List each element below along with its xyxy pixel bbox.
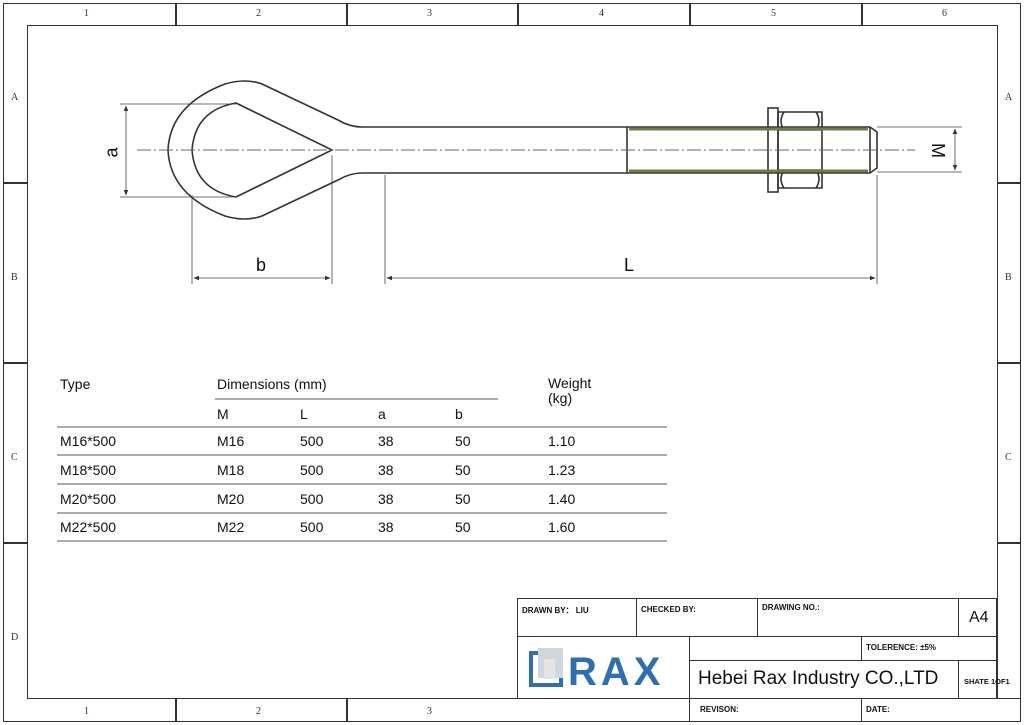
cell-weight: 1.10 xyxy=(548,433,576,449)
grid-row-label: A xyxy=(11,92,19,103)
drawn-by: DRAWN BY： LIU xyxy=(517,598,637,637)
cell-type: M18*500 xyxy=(60,461,117,478)
grid-column-label: 2 xyxy=(256,706,261,717)
grid-divider xyxy=(3,182,27,184)
cell-b: 50 xyxy=(455,519,471,536)
grid-divider xyxy=(689,3,691,25)
grid-column-label: 3 xyxy=(427,8,432,19)
grid-row-label: B xyxy=(11,272,18,283)
cell-a: 38 xyxy=(378,461,394,478)
cell-m: M16 xyxy=(217,433,245,449)
eye-bolt-drawing xyxy=(120,80,962,284)
grid-column-label: 6 xyxy=(942,8,947,19)
revision: REVISON: xyxy=(689,698,862,722)
row-divider xyxy=(57,482,667,485)
drawing-number: DRAWING NO.: xyxy=(757,598,959,637)
dimension-m-label: M xyxy=(928,143,948,158)
cell-b: 50 xyxy=(455,461,471,478)
grid-column-label: 1 xyxy=(84,8,89,19)
header-weight-unit: (kg) xyxy=(548,390,573,406)
cell-l: 500 xyxy=(300,519,324,536)
divider xyxy=(215,398,498,400)
cell-m: M18 xyxy=(217,461,245,478)
row-divider xyxy=(57,511,667,514)
cell-l: 500 xyxy=(300,433,324,449)
grid-divider xyxy=(3,542,27,544)
date: DATE: xyxy=(861,698,1021,722)
cell-weight: 1.23 xyxy=(548,461,576,478)
grid-row-label: B xyxy=(1005,272,1012,283)
cell-b: 50 xyxy=(455,490,471,507)
logo-cell: RAX xyxy=(517,636,690,699)
subheader-m: M xyxy=(217,406,229,422)
row-divider xyxy=(57,454,667,456)
grid-divider xyxy=(3,362,27,364)
grid-divider xyxy=(997,182,1021,184)
paper-size: A4 xyxy=(958,598,997,637)
divider xyxy=(57,426,667,428)
header-dimensions: Dimensions (mm) xyxy=(217,376,327,392)
grid-divider xyxy=(175,698,177,722)
grid-row-label: A xyxy=(1005,92,1013,103)
checked-by: CHECKED BY: xyxy=(636,598,758,637)
grid-row-label: C xyxy=(1005,452,1012,463)
subheader-b: b xyxy=(455,406,463,422)
grid-row-label: D xyxy=(11,632,19,643)
dimension-a-label: a xyxy=(101,147,122,158)
cell-b: 50 xyxy=(455,433,471,449)
grid-divider xyxy=(346,698,348,722)
grid-divider xyxy=(861,3,863,25)
cell-a: 38 xyxy=(378,519,394,536)
grid-column-label: 1 xyxy=(84,706,89,717)
cell-a: 38 xyxy=(378,490,394,507)
row-divider xyxy=(57,540,667,543)
grid-divider xyxy=(175,3,177,25)
rax-logo: RAX xyxy=(529,648,664,694)
cell-weight: 1.40 xyxy=(548,490,576,507)
company-name: Hebei Rax Industry CO.,LTD xyxy=(689,660,959,699)
threaded-section xyxy=(627,126,878,174)
grid-divider xyxy=(997,542,1021,544)
cell-m: M20 xyxy=(217,490,245,507)
grid-column-label: 4 xyxy=(599,8,604,19)
sheet-number: SHATE 1OF1 xyxy=(958,660,1010,699)
logo-text: RAX xyxy=(568,650,664,694)
subheader-a: a xyxy=(378,406,386,422)
cell-type: M22*500 xyxy=(60,519,117,536)
grid-divider xyxy=(346,3,348,25)
cell-l: 500 xyxy=(300,490,324,507)
dimension-b-label: b xyxy=(256,255,267,275)
cell-m: M22 xyxy=(217,519,245,536)
dimension-l-label: L xyxy=(624,255,635,275)
grid-column-label: 2 xyxy=(256,8,261,19)
grid-divider xyxy=(997,362,1021,364)
cell-type: M16*500 xyxy=(60,433,117,449)
thread-marks xyxy=(629,127,868,173)
subheader-l: L xyxy=(300,406,308,422)
cell-l: 500 xyxy=(300,461,324,478)
header-type: Type xyxy=(60,376,91,392)
grid-column-label: 5 xyxy=(771,8,776,19)
grid-column-label: 3 xyxy=(427,706,432,717)
empty-cell xyxy=(689,636,862,661)
tolerance: TOLERENCE: ±5% xyxy=(861,636,997,661)
cell-a: 38 xyxy=(378,433,394,449)
cell-weight: 1.60 xyxy=(548,519,576,536)
grid-row-label: C xyxy=(11,452,18,463)
grid-divider xyxy=(517,3,519,25)
cell-type: M20*500 xyxy=(60,490,117,507)
header-weight: Weight xyxy=(548,375,592,391)
